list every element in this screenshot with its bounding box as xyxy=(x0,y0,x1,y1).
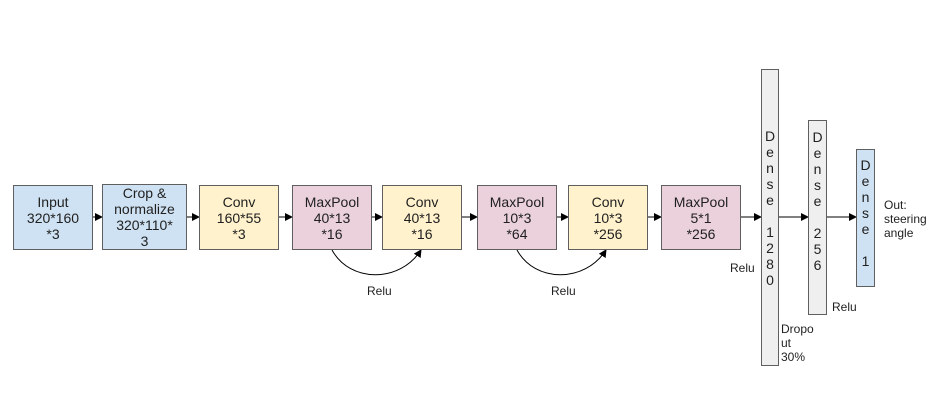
node-conv3-line: 10*3 xyxy=(593,209,623,226)
dense-word-char: D xyxy=(860,157,871,173)
node-conv-1: Conv 160*55 *3 xyxy=(199,185,279,250)
dense-word-char: n xyxy=(813,161,822,177)
curved-arrow-maxpool2-to-conv3 xyxy=(516,249,607,276)
output-line: steering xyxy=(884,212,927,226)
curved-arrow-maxpool1-to-conv2 xyxy=(331,249,422,276)
node-conv2-line: 40*13 xyxy=(403,209,441,226)
node-conv3-line: *256 xyxy=(593,225,623,242)
output-line: Out: xyxy=(884,198,907,212)
dense-word-char: n xyxy=(766,160,774,176)
output-line: angle xyxy=(884,226,914,240)
node-conv2-line: *16 xyxy=(411,225,433,242)
dense-units-char: 6 xyxy=(813,257,822,273)
relu-label-dense1280: Relu xyxy=(730,261,755,275)
node-input-line: *3 xyxy=(46,225,60,242)
node-input-line: 320*160 xyxy=(26,209,80,226)
node-crop-line: 3 xyxy=(140,233,149,249)
dense-units-char: 5 xyxy=(813,241,822,257)
dense-units-char: 1 xyxy=(766,224,774,240)
node-conv-3: Conv 10*3 *256 xyxy=(568,185,648,250)
relu-label-pool1: Relu xyxy=(367,284,392,298)
dense-word-char: e xyxy=(766,144,774,160)
node-conv1-line: 160*55 xyxy=(216,209,262,226)
dense-word-char: e xyxy=(813,193,822,209)
dense-word-char: s xyxy=(862,205,869,221)
node-conv3-line: Conv xyxy=(591,193,625,210)
dense-units-char: 2 xyxy=(766,240,774,256)
output-label: Out: steering angle xyxy=(884,198,927,240)
dropout-line: 30% xyxy=(781,350,806,364)
node-maxpool2-line: *64 xyxy=(506,225,528,242)
node-maxpool3-line: 5*1 xyxy=(690,209,712,226)
dense-units-char: 8 xyxy=(766,256,774,272)
dropout-line: ut xyxy=(781,336,792,350)
dense-word-char: s xyxy=(814,177,821,193)
dropout-line: Dropo xyxy=(781,322,814,336)
dense-word-char: e xyxy=(861,173,870,189)
node-maxpool1-line: 40*13 xyxy=(313,209,351,226)
node-input: Input 320*160 *3 xyxy=(13,185,93,250)
node-maxpool2-line: 10*3 xyxy=(502,209,532,226)
dense-word-char: n xyxy=(861,189,870,205)
node-crop-line: normalize xyxy=(114,201,175,217)
node-crop-line: Crop & xyxy=(122,185,167,201)
dense-word-char: s xyxy=(766,176,774,192)
relu-label-pool2: Relu xyxy=(551,284,576,298)
dense-word-char: D xyxy=(764,128,776,144)
node-maxpool1-line: MaxPool xyxy=(304,193,360,210)
node-maxpool-3: MaxPool 5*1 *256 xyxy=(661,185,741,250)
node-conv1-line: Conv xyxy=(222,193,256,210)
node-maxpool2-line: MaxPool xyxy=(489,193,545,210)
node-maxpool-2: MaxPool 10*3 *64 xyxy=(477,185,557,250)
dense-word-char: e xyxy=(813,145,822,161)
node-crop-line: 320*110* xyxy=(116,217,173,233)
dense-units-char: 1 xyxy=(861,253,870,269)
node-input-line: Input xyxy=(37,193,69,210)
dense-word-char: e xyxy=(766,192,774,208)
dense-word-char: e xyxy=(861,221,870,237)
node-crop-normalize: Crop & normalize 320*110* 3 xyxy=(102,184,187,250)
node-conv-2: Conv 40*13 *16 xyxy=(382,185,462,250)
dense-units-char: 0 xyxy=(766,272,774,288)
dense-units-char: 2 xyxy=(813,225,822,241)
node-maxpool3-line: *256 xyxy=(686,225,716,242)
node-conv2-line: Conv xyxy=(405,193,439,210)
node-maxpool-1: MaxPool 40*13 *16 xyxy=(292,185,372,250)
node-maxpool1-line: *16 xyxy=(321,225,343,242)
relu-label-dense256: Relu xyxy=(832,300,857,314)
dense-word-char: D xyxy=(812,129,823,145)
node-maxpool3-line: MaxPool xyxy=(673,193,729,210)
node-conv1-line: *3 xyxy=(232,225,246,242)
dropout-label: Dropo ut 30% xyxy=(781,322,814,364)
